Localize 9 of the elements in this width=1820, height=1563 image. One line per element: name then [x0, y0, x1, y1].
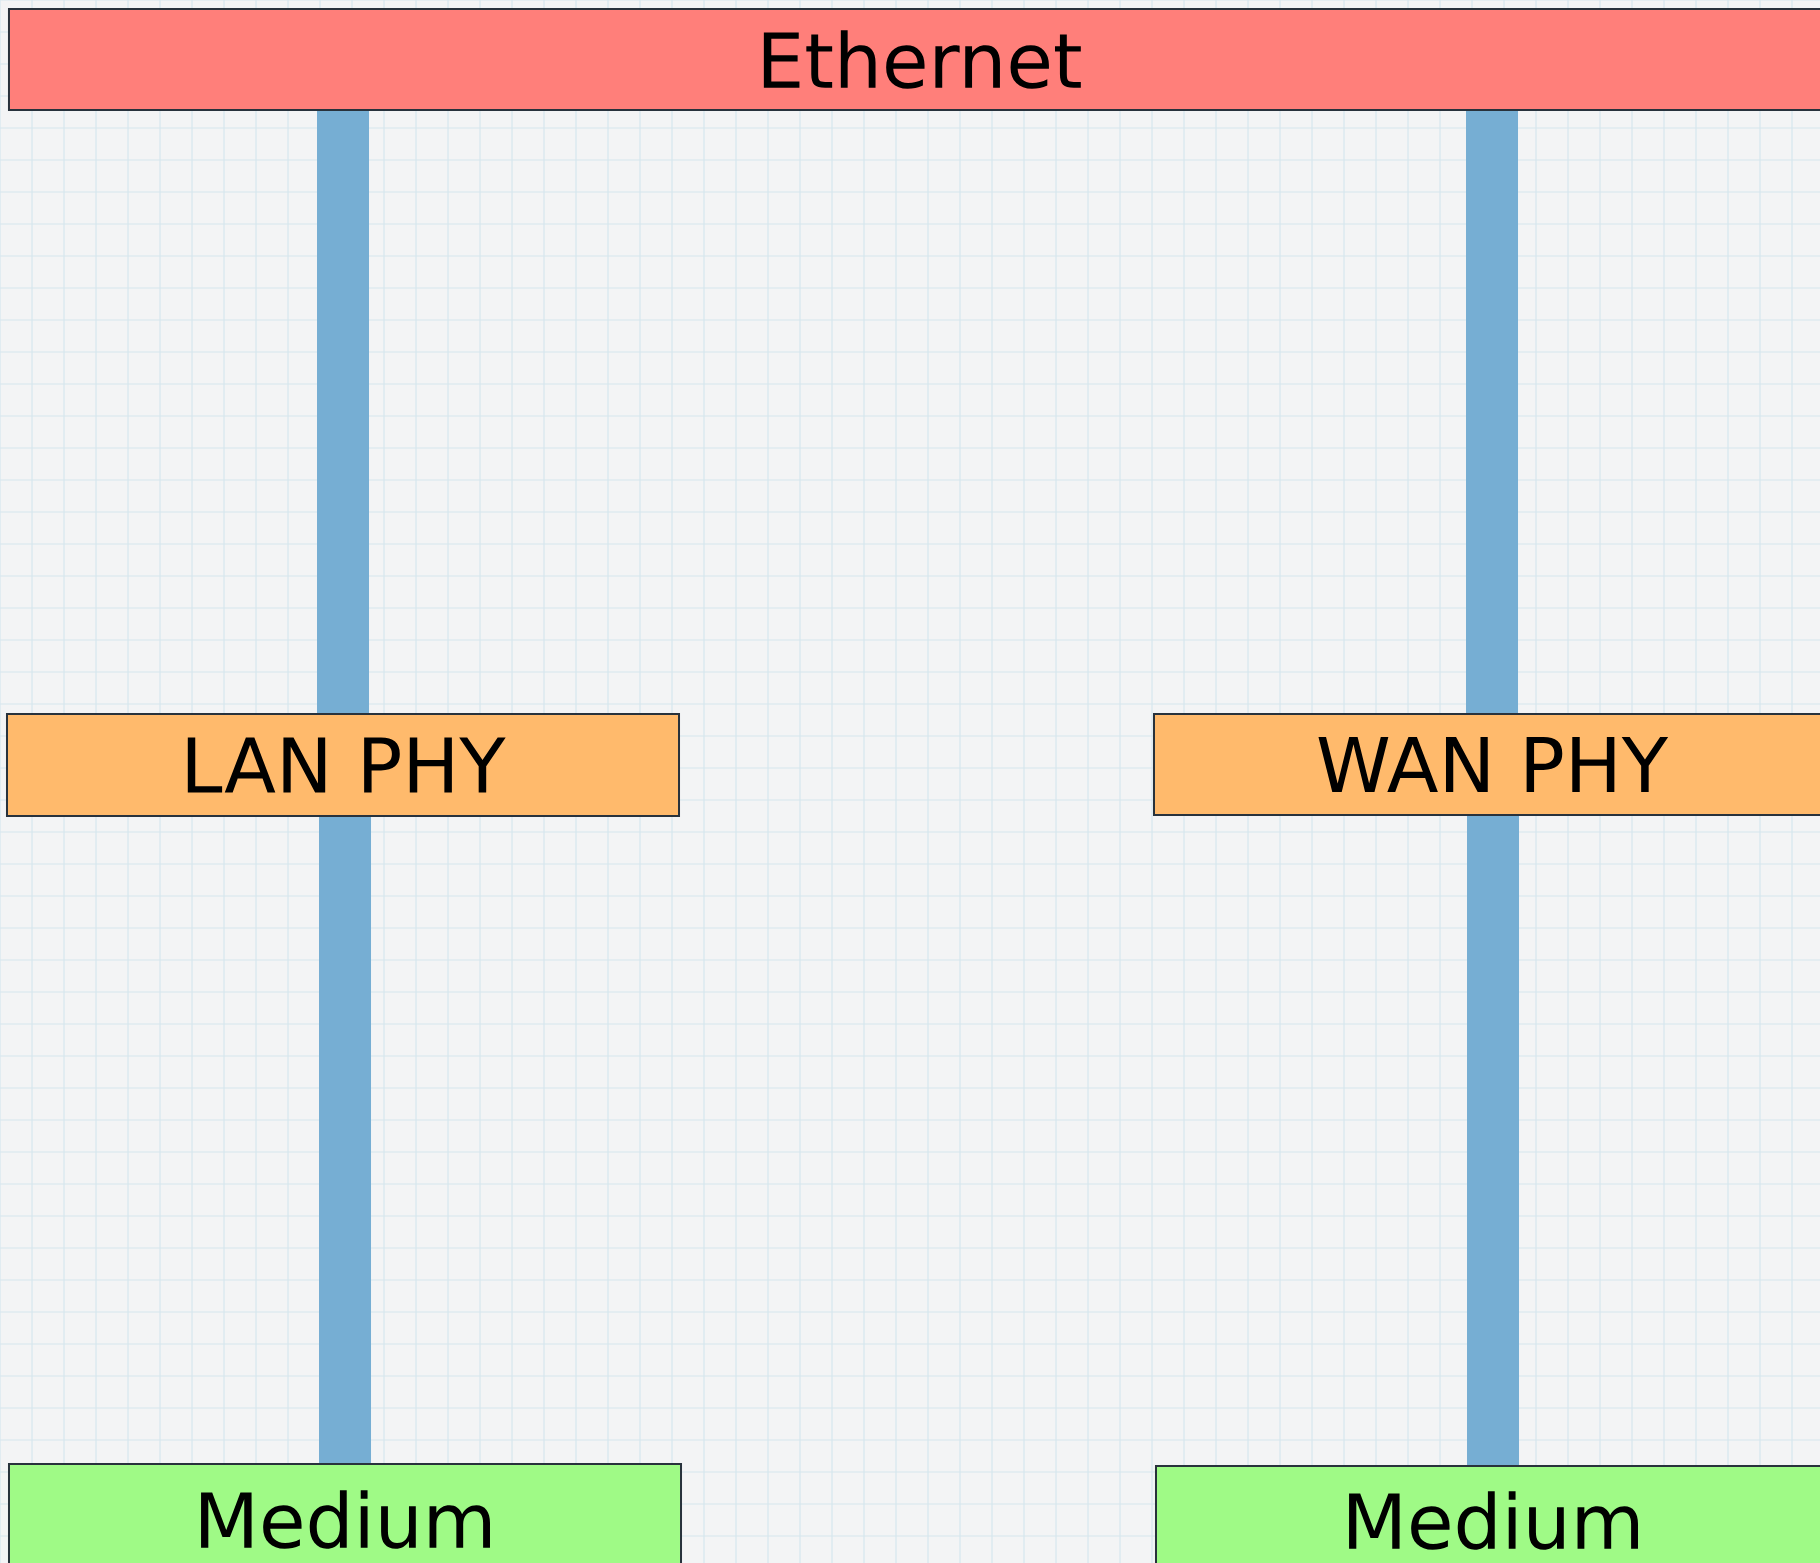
layer-box: Medium — [1155, 1465, 1820, 1563]
connector-bar — [1466, 111, 1518, 713]
layer-box: LAN PHY — [6, 713, 680, 817]
connector-bar — [317, 111, 369, 713]
connector-bar — [319, 817, 371, 1463]
layer-box: Ethernet — [7, 8, 1820, 111]
layer-box: WAN PHY — [1153, 713, 1820, 816]
connector-bar — [1467, 816, 1519, 1465]
layer-box: Medium — [8, 1463, 682, 1563]
